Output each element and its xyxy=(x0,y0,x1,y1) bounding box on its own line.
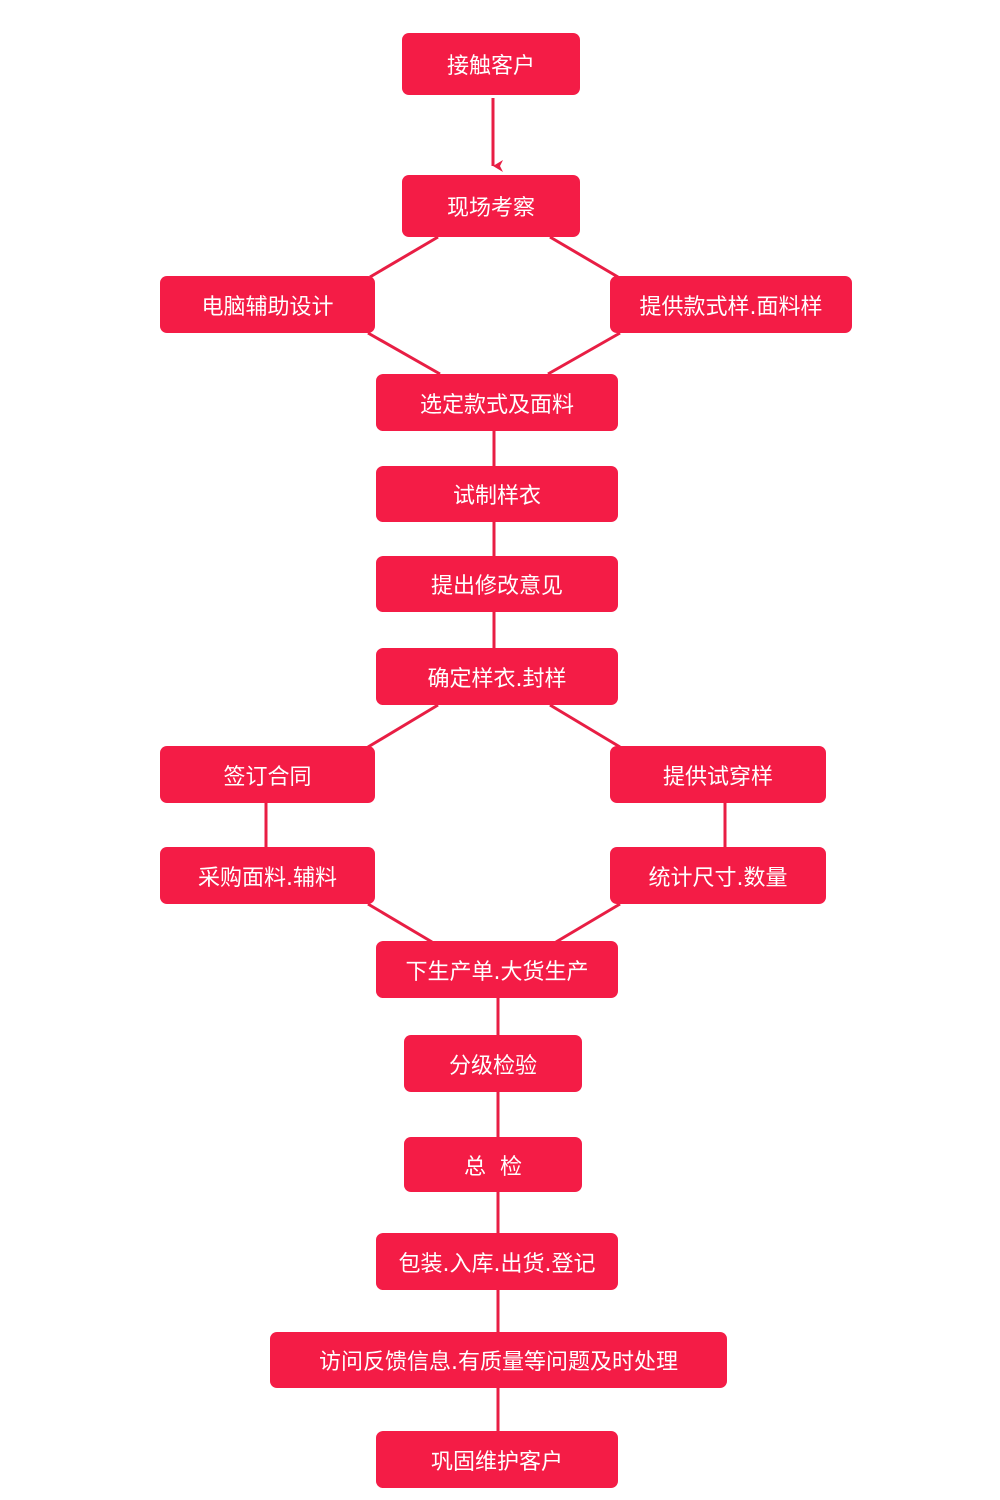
node-contact-client: 接触客户 xyxy=(402,33,580,95)
node-revision-feedback: 提出修改意见 xyxy=(376,556,618,612)
node-production-order: 下生产单.大货生产 xyxy=(376,941,618,998)
connector-inspection-to-samples xyxy=(549,235,619,279)
connector-samples-to-select xyxy=(547,331,621,376)
node-trial-sample: 试制样衣 xyxy=(376,466,618,522)
node-confirm-seal-sample: 确定样衣.封样 xyxy=(376,648,618,705)
node-provide-fitting-sample: 提供试穿样 xyxy=(610,746,826,803)
node-select-style-fabric: 选定款式及面料 xyxy=(376,374,618,431)
connector-confirm-to-contract xyxy=(367,703,439,749)
node-count-sizes-quantity: 统计尺寸.数量 xyxy=(610,847,826,904)
connector-confirm-to-fitting xyxy=(549,703,621,749)
node-sign-contract: 签订合同 xyxy=(160,746,375,803)
connector-count-to-production xyxy=(555,902,621,944)
node-final-inspection: 总 检 xyxy=(404,1137,582,1192)
connector-design-to-select xyxy=(367,331,441,376)
node-pack-store-ship: 包装.入库.出货.登记 xyxy=(376,1233,618,1290)
node-computer-aided-design: 电脑辅助设计 xyxy=(160,276,375,333)
node-feedback-visit: 访问反馈信息.有质量等问题及时处理 xyxy=(270,1332,727,1388)
node-purchase-materials: 采购面料.辅料 xyxy=(160,847,375,904)
node-provide-style-fabric-samples: 提供款式样.面料样 xyxy=(610,276,852,333)
connector-inspection-to-design xyxy=(369,235,439,279)
node-grading-inspection: 分级检验 xyxy=(404,1035,582,1092)
connector-purchase-to-production xyxy=(367,902,433,944)
node-maintain-client: 巩固维护客户 xyxy=(376,1431,618,1488)
node-site-inspection: 现场考察 xyxy=(402,175,580,237)
